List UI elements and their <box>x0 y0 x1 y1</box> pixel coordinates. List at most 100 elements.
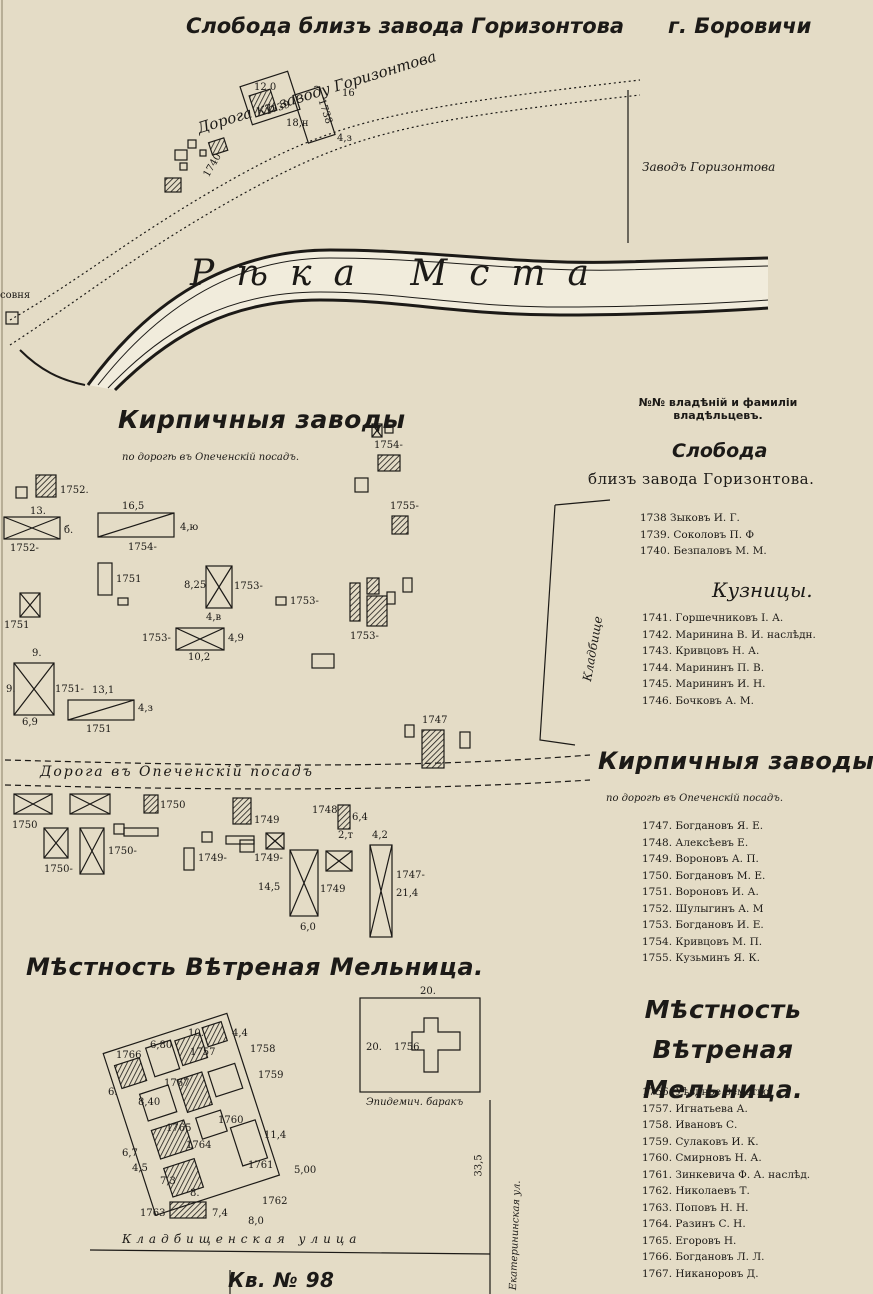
legend-item: 1751. Вороновъ И. А. <box>642 886 759 898</box>
dimension-label: 18,н <box>286 118 309 129</box>
dimension-label: 6,0 <box>300 922 316 933</box>
dimension-label: 6,80 <box>150 1040 173 1051</box>
brick-factory-lots-lower <box>13 793 393 938</box>
legend-section-title: Мѣстность Вѣтреная Мельница. <box>642 995 804 1104</box>
plot-number: 1761 <box>248 1160 274 1171</box>
river-label: Рѣка Мста <box>190 253 612 294</box>
legend-list-smithies: 1741. Горшечниковъ І. А. 1742. Маринина … <box>642 610 816 709</box>
legend-item: 1763. Поповъ Н. Н. <box>642 1201 749 1214</box>
legend-item: 1746. Бочковъ А. М. <box>642 694 754 707</box>
plot-number: 1754- <box>128 542 157 553</box>
road-onega-label: Дорога въ Опеченскій посадъ <box>40 764 314 780</box>
dimension-label: 16 <box>342 88 355 99</box>
plot-number: 1753- <box>350 631 379 642</box>
legend-section-subtitle: по дорогѣ въ Опеченскій посадъ. <box>606 793 784 804</box>
legend-heading: №№ владѣній и фамиліи владѣльцевъ. <box>638 396 798 422</box>
dimension-label: 4,з <box>337 133 352 144</box>
dimension-label: 8,25 <box>184 580 207 591</box>
dimension-label: 8. <box>190 1188 200 1199</box>
legend-item: 1755. Кузьминъ Я. К. <box>642 952 760 964</box>
plot-number: 1749 <box>320 884 346 895</box>
legend-item: 1749. Вороновъ А. П. <box>642 853 759 865</box>
legend-item: 1752. Шулыгинъ А. М <box>642 902 764 915</box>
plot-number: 1751 <box>116 574 142 585</box>
legend-item: 1759. Сулаковъ И. К. <box>642 1135 759 1148</box>
plot-number: 1749- <box>198 853 227 864</box>
plot-number: 1749- <box>254 853 283 864</box>
dimension-label: б. <box>64 525 74 536</box>
cemetery-street-label: Кладбищенская улица <box>122 1232 362 1246</box>
legend-item: 1754. Кривцовъ М. П. <box>642 935 763 948</box>
plot-number: 1750 <box>160 800 186 811</box>
brick-factory-lots <box>3 423 471 769</box>
dimension-label: 6,7 <box>122 1148 138 1159</box>
sheet-number: Кв. № 98 <box>228 1268 335 1292</box>
river-msta <box>19 248 769 392</box>
plot-number: 1750- <box>44 864 73 875</box>
dimension-label: 4,2 <box>372 830 388 841</box>
dimension-label: 4,5 <box>132 1163 148 1174</box>
plot-number: 1752- <box>10 543 39 554</box>
brick-heading: Кирпичныя заводы <box>118 405 406 434</box>
plot-number: 1752. <box>60 485 89 496</box>
legend-item: 1753. Богдановъ И. Е. <box>642 919 764 931</box>
legend-section-title: Кузницы. <box>712 578 813 602</box>
legend-item: 1742. Маринина В. И. наслѣдн. <box>642 628 816 641</box>
plot-number: 1747 <box>422 715 448 726</box>
dimension-label: 33,5 <box>473 1154 485 1177</box>
dimension-label: 7,4 <box>212 1208 228 1219</box>
dimension-label: 9. <box>6 684 16 695</box>
legend-list-mill: 1756. Уѣздное Земство. 1757. Игнатьева А… <box>642 1084 810 1282</box>
legend-item: 1745. Марининъ И. Н. <box>642 678 766 690</box>
dimension-label: 20. <box>366 1042 382 1053</box>
legend-item: 1764. Разинъ С. Н. <box>642 1218 746 1230</box>
plot-number: 1757 <box>190 1047 216 1058</box>
factory-slobodа-buildings <box>5 70 336 325</box>
dimension-label: 4,з <box>138 703 153 714</box>
legend-item: 1738 Зыковъ И. Г. <box>640 512 740 524</box>
dimension-label: 12,0 <box>254 82 277 93</box>
plot-number: 1758 <box>250 1044 276 1055</box>
legend-item: 1758. Ивановъ С. <box>642 1119 738 1131</box>
dimension-label: 6. <box>108 1087 118 1098</box>
barrack-label: Эпидемич. баракъ <box>366 1097 464 1108</box>
plot-number: 1751- <box>55 684 84 695</box>
dimension-label: 7,3 <box>160 1176 176 1187</box>
plot-number: 1767 <box>164 1078 190 1089</box>
legend-item: 1744. Марининъ П. В. <box>642 661 765 674</box>
dimension-label: 14,5 <box>258 882 281 893</box>
legend-item: 1747. Богдановъ Я. Е. <box>642 820 764 832</box>
dimension-label: 10. <box>188 1028 204 1039</box>
legend-item: 1757. Игнатьева А. <box>642 1102 748 1115</box>
plot-number: 1750 <box>12 820 38 831</box>
plot-number: 1766 <box>116 1050 142 1061</box>
legend-item: 1761. Зинкевича Ф. А. наслѣд. <box>642 1168 811 1181</box>
plot-number: 1749 <box>254 815 280 826</box>
factory-label: Заводъ Горизонтова <box>642 160 776 174</box>
mill-quarter <box>89 997 491 1294</box>
cemetery-boundary <box>539 499 611 746</box>
legend-item: 1760. Смирновъ Н. А. <box>642 1152 762 1164</box>
plot-number: 1753- <box>290 596 319 607</box>
plot-number: 1762 <box>262 1196 288 1207</box>
legend-item: 1767. Никаноровъ Д. <box>642 1267 759 1280</box>
mill-heading: Мѣстность Вѣтреная Мельница. <box>26 953 484 981</box>
legend-item: 1766. Богдановъ Л. Л. <box>642 1251 765 1263</box>
legend-section-subtitle: близъ завода Горизонтова. <box>588 470 815 488</box>
plot-number: 1753- <box>142 633 171 644</box>
dimension-label: 13,1 <box>92 685 115 696</box>
dimension-label: 8,40 <box>138 1097 161 1108</box>
legend-item: 1750. Богдановъ М. Е. <box>642 869 766 882</box>
legend-section-title: Кирпичныя заводы <box>598 747 873 775</box>
dimension-label: 5,00 <box>294 1165 317 1176</box>
dimension-label: 4,в <box>206 612 222 623</box>
map-title: Слобода близъ завода Горизонтова <box>186 14 625 38</box>
dimension-label: 4,9 <box>228 633 244 644</box>
plot-number: 1754- <box>374 440 403 451</box>
plot-number: 1750- <box>108 846 137 857</box>
dimension-label: 8,0 <box>248 1216 264 1227</box>
dimension-label: 6,9 <box>22 717 38 728</box>
legend-list-brickworks: 1747. Богдановъ Я. Е. 1748. Алексѣевъ Е.… <box>642 818 765 967</box>
dimension-label: 6,4 <box>352 812 368 823</box>
plot-number: 1751 <box>86 724 112 735</box>
